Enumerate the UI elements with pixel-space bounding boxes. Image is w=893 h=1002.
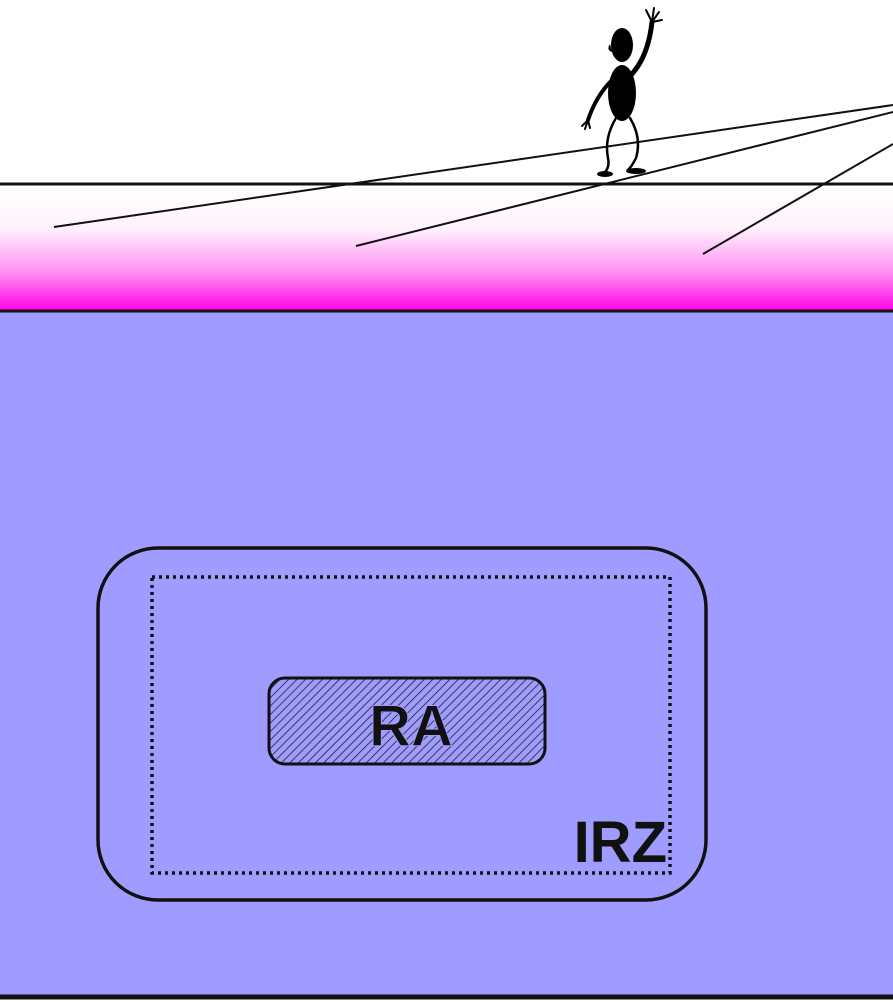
sky-layer bbox=[0, 0, 893, 184]
pointer-line-1 bbox=[53, 104, 893, 228]
ra-hatched-box bbox=[267, 676, 547, 766]
subsurface-layer bbox=[0, 311, 893, 995]
waving-person-icon bbox=[581, 7, 663, 177]
ra-label: RA bbox=[369, 694, 453, 759]
pointer-line-3 bbox=[702, 143, 893, 255]
pointer-line-2 bbox=[355, 111, 893, 247]
irz-outer-boundary bbox=[96, 546, 708, 902]
irz-label: IRZ bbox=[574, 810, 667, 875]
surface-layer bbox=[0, 184, 893, 311]
irz-dotted-boundary bbox=[150, 575, 672, 875]
